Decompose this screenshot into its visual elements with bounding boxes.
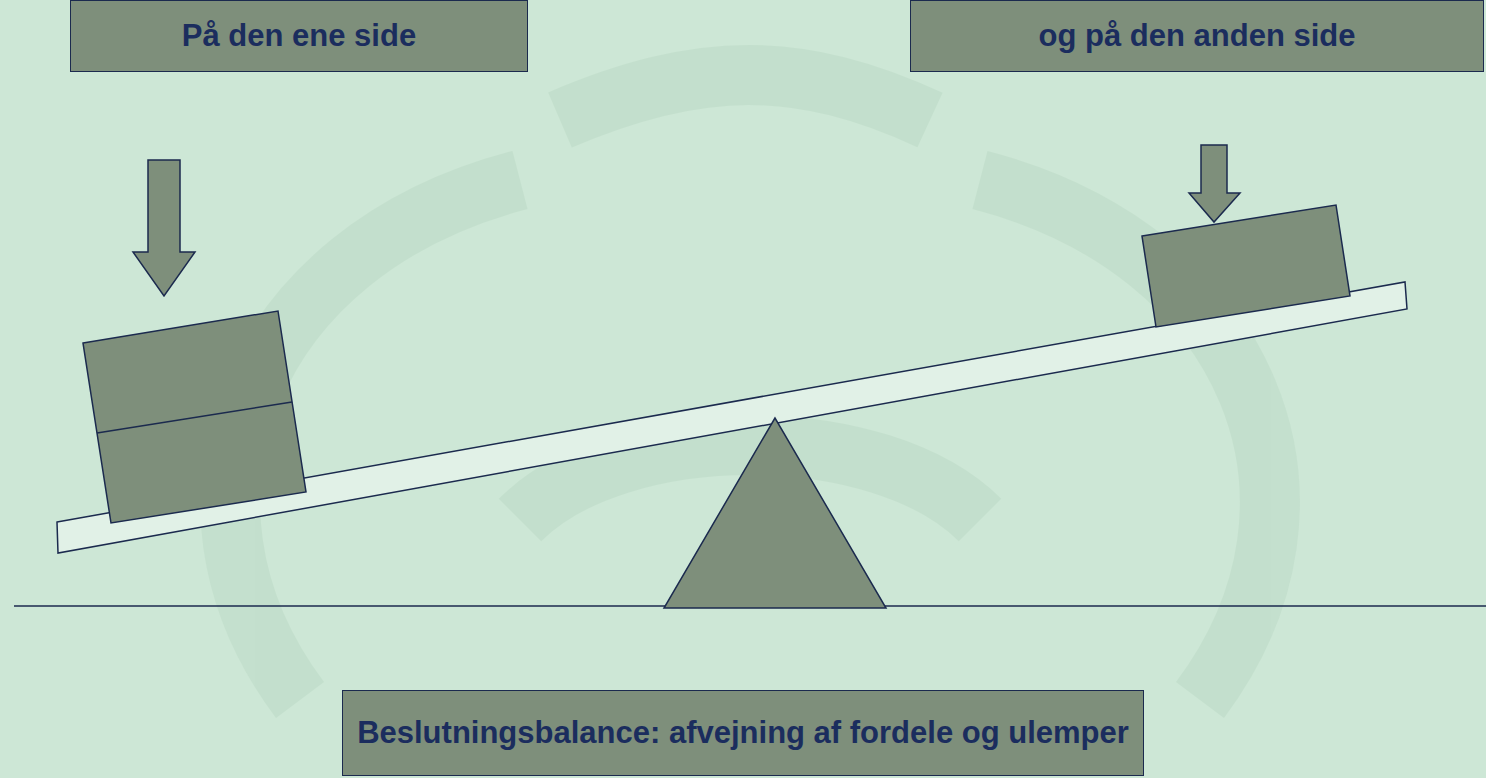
down-arrow — [1189, 145, 1240, 222]
fulcrum — [664, 418, 886, 608]
label-box: og på den anden side — [910, 0, 1484, 72]
weight-block — [83, 311, 306, 523]
box-text: På den ene side — [182, 18, 416, 54]
block-divider — [97, 402, 292, 433]
weight-block — [1142, 205, 1350, 327]
down-arrow — [133, 160, 195, 296]
box-text: Beslutningsbalance: afvejning af fordele… — [357, 715, 1129, 751]
label-box: På den ene side — [70, 0, 528, 72]
box-text: og på den anden side — [1039, 18, 1356, 54]
caption-box: Beslutningsbalance: afvejning af fordele… — [342, 690, 1144, 776]
